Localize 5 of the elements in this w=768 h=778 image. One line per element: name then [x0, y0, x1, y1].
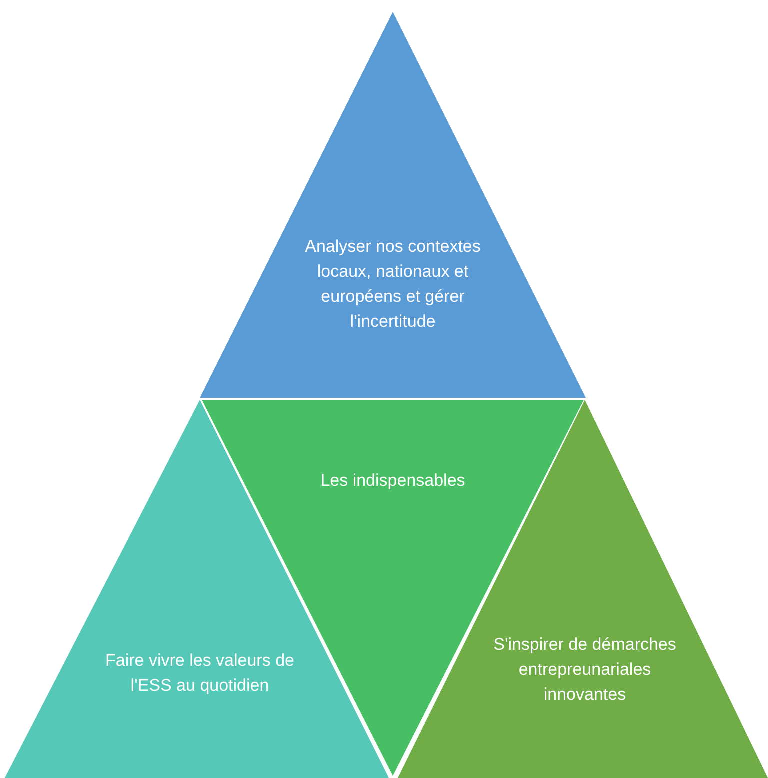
segment-label: S'inspirer de démarches entrepreunariales innovantes [492, 634, 678, 706]
segment-label: Analyser nos contextes locaux, nationaux et européens et gérer l'incertitude [304, 236, 482, 333]
segment-label: Faire vivre les valeurs de l'ESS au quotidien [105, 650, 295, 697]
triangle-segment [200, 12, 586, 398]
segment-label: Les indispensables [320, 470, 466, 492]
